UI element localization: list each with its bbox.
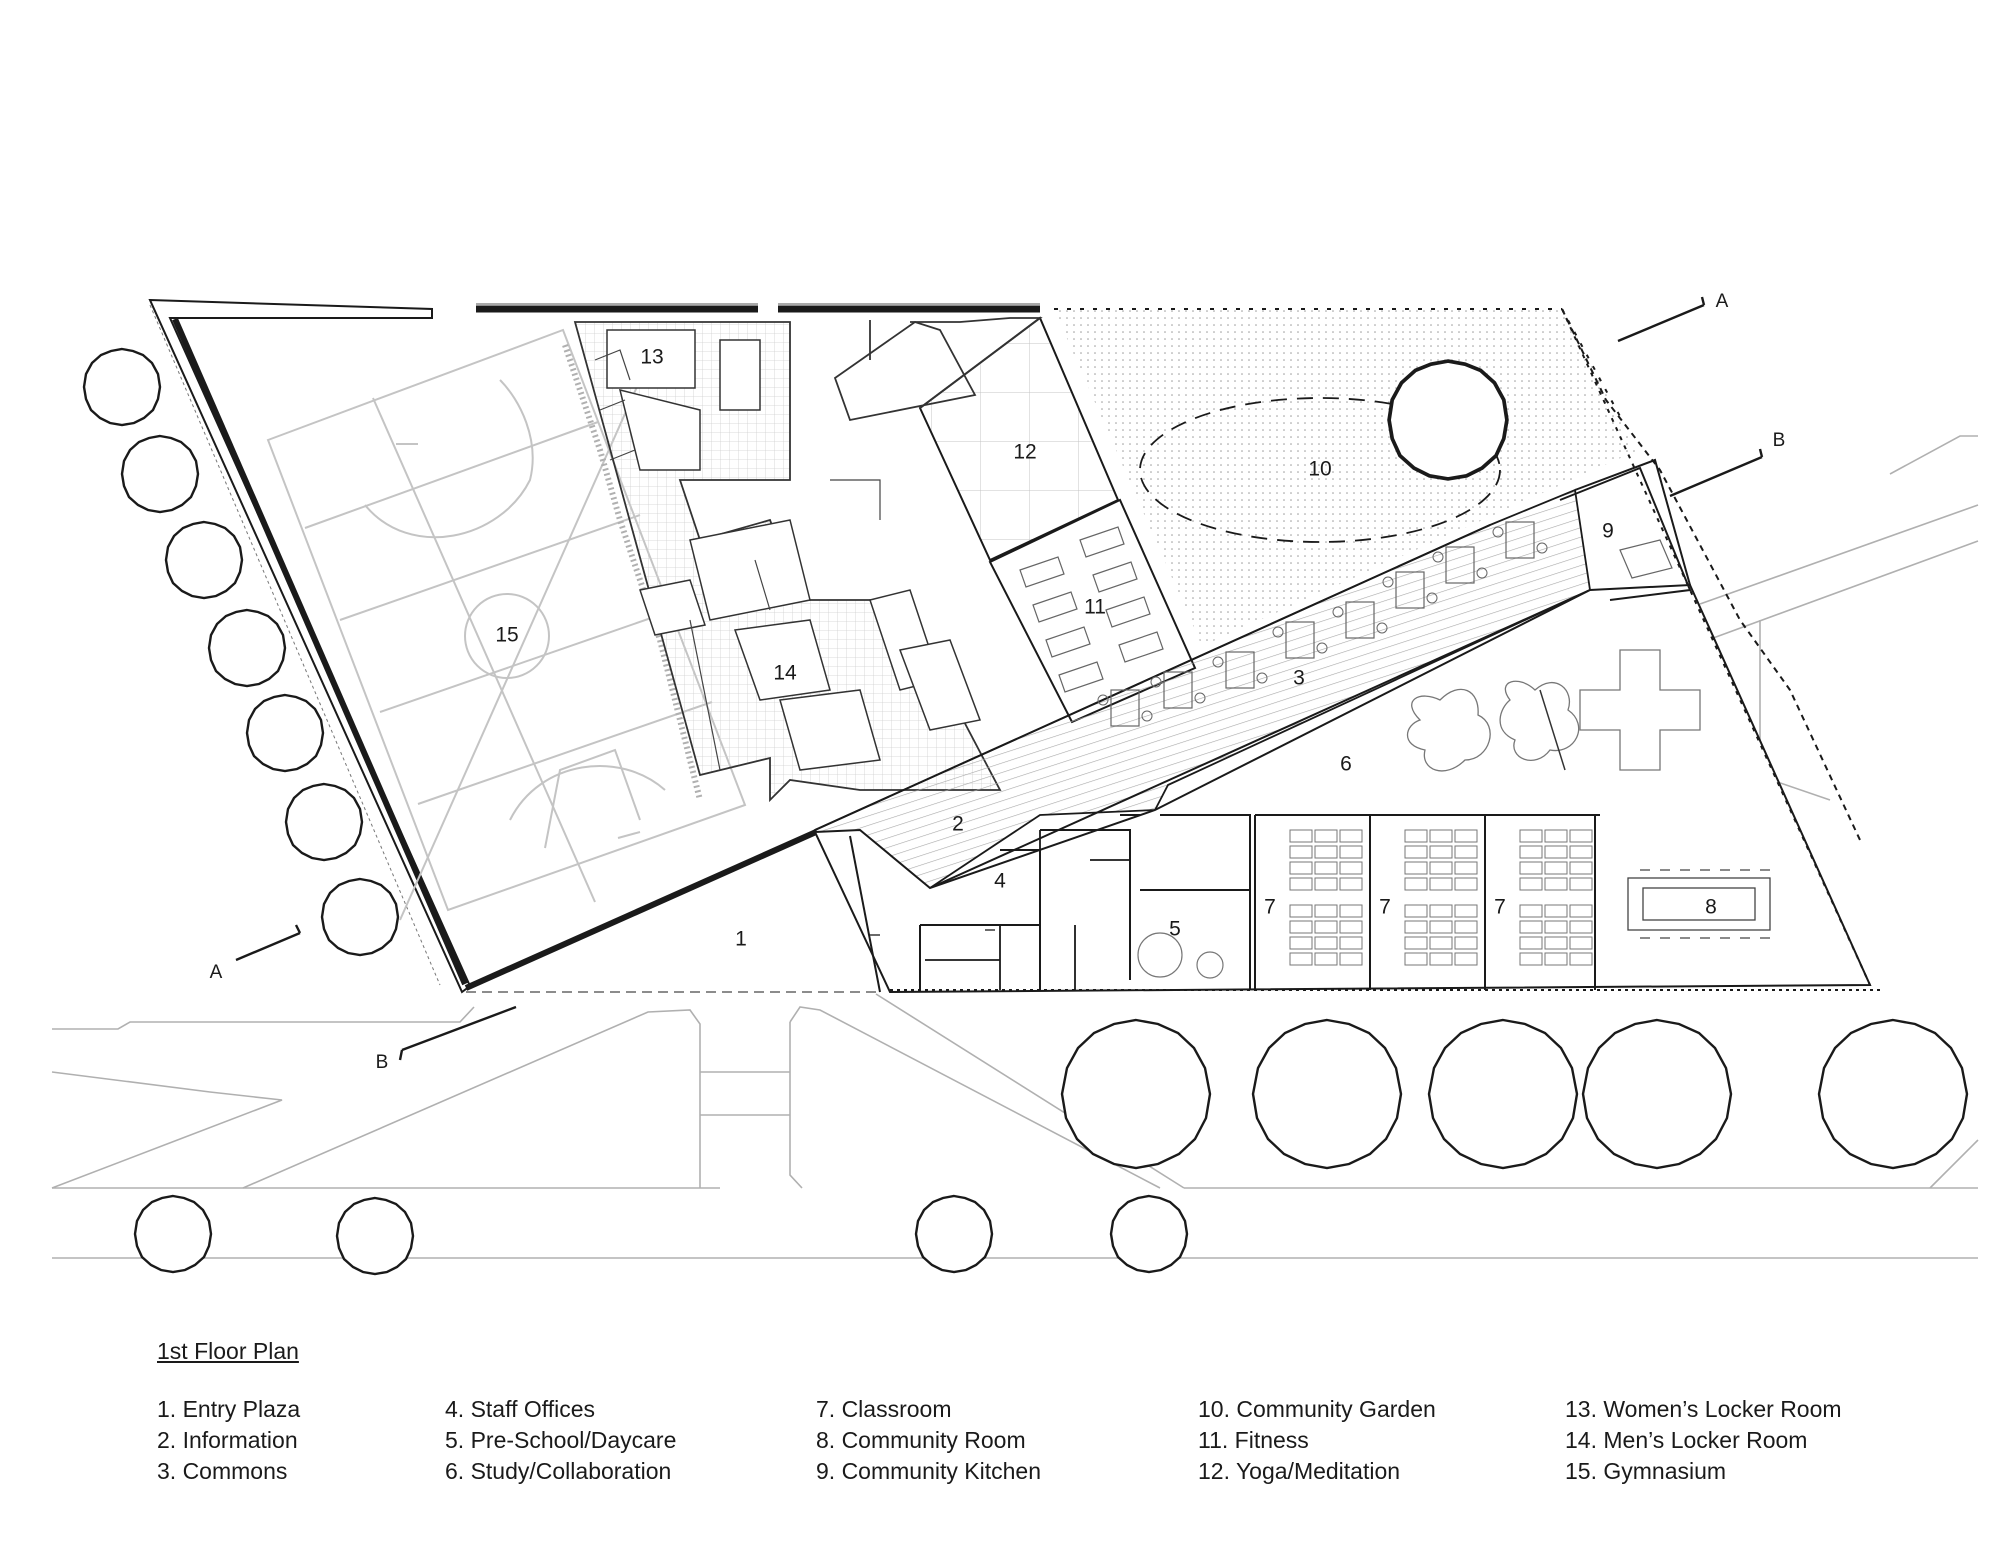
south-wing [813,308,1880,994]
community-room-table [1627,869,1771,939]
room-number-9: 9 [1602,520,1614,543]
legend-item: 4. Staff Offices [445,1396,596,1422]
room-number-6: 6 [1340,753,1352,776]
section-label-a-west: A [210,962,223,983]
legend-item: 3. Commons [157,1458,288,1484]
room-number-13: 13 [640,346,663,369]
room-number-7b: 7 [1379,896,1391,919]
room-number-4: 4 [994,870,1006,893]
room-number-14: 14 [773,662,797,685]
east-fence [1561,308,1871,986]
room-number-5: 5 [1169,918,1181,941]
section-cut-markers [235,296,1764,1061]
tree-row-west [82,347,400,957]
legend-item: 14. Men’s Locker Room [1565,1427,1808,1453]
community-kitchen [1559,466,1692,601]
room-number-3: 3 [1293,667,1305,690]
tree-row-street [133,1018,1969,1276]
legend-item: 13. Women’s Locker Room [1565,1396,1842,1422]
legend-item: 5. Pre-School/Daycare [445,1427,677,1453]
legend-column-4: 10. Community Garden 11. Fitness 12. Yog… [1198,1394,1436,1487]
legend-column-5: 13. Women’s Locker Room 14. Men’s Locker… [1565,1394,1842,1487]
room-number-12: 12 [1013,441,1036,464]
room-number-labels: 1 2 3 4 5 6 7 7 7 8 9 10 11 12 13 14 15 [495,346,1717,951]
room-number-10: 10 [1308,458,1331,481]
room-number-1: 1 [735,928,747,951]
legend-title: 1st Floor Plan [157,1338,299,1364]
legend-item: 1. Entry Plaza [157,1396,301,1422]
legend-item: 2. Information [157,1427,298,1453]
room-number-2: 2 [952,813,964,836]
locker-rooms-block [573,321,1002,803]
legend-item: 8. Community Room [816,1427,1026,1453]
room-number-7c: 7 [1494,896,1506,919]
legend-item: 11. Fitness [1198,1427,1309,1453]
legend-item: 12. Yoga/Meditation [1198,1458,1401,1484]
section-label-a-east: A [1716,291,1729,312]
legend-column-2: 4. Staff Offices 5. Pre-School/Daycare 6… [445,1394,676,1487]
legend-item: 7. Classroom [816,1396,952,1422]
staff-and-preschool [870,830,1224,990]
legend-item: 6. Study/Collaboration [445,1458,672,1484]
gymnasium-area [148,298,1040,994]
community-garden-area [1054,308,1636,646]
section-labels: A A B B [210,291,1786,1073]
legend-item: 9. Community Kitchen [816,1458,1041,1484]
upper-service-rooms [833,317,1043,422]
room-number-11: 11 [1084,596,1106,619]
room-number-7a: 7 [1264,896,1276,919]
room-number-15: 15 [495,624,518,647]
section-label-b-west: B [376,1052,389,1073]
legend-item: 10. Community Garden [1198,1396,1436,1422]
legend-item: 15. Gymnasium [1565,1458,1727,1484]
legend-column-3: 7. Classroom 8. Community Room 9. Commun… [816,1394,1041,1487]
section-label-b-east: B [1773,430,1786,451]
room-number-8: 8 [1705,896,1717,919]
legend-column-1: 1. Entry Plaza 2. Information 3. Commons [157,1394,300,1487]
